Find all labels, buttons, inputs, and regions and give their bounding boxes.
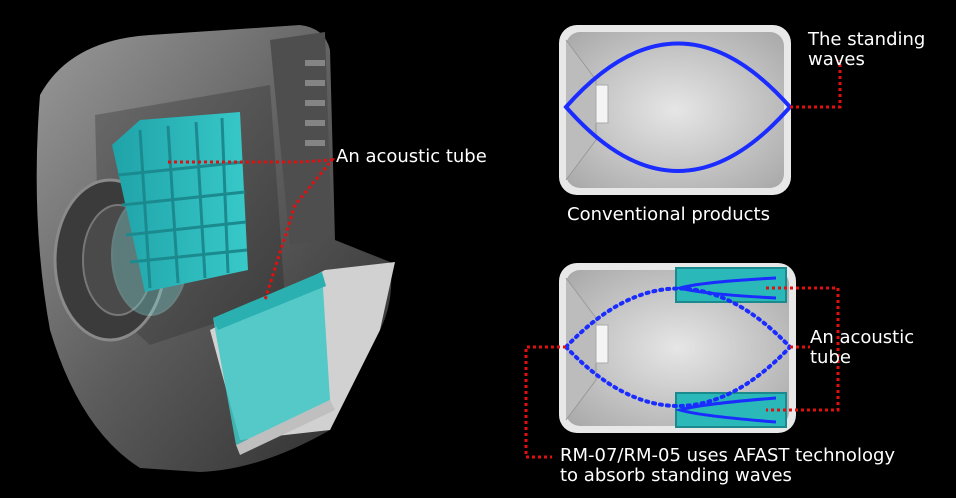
leader-line-afast: [524, 345, 566, 459]
acoustic-tube-right-line2: tube: [810, 347, 851, 368]
conventional-products-text: Conventional products: [567, 204, 770, 225]
speaker-cutaway-illustration: [36, 25, 395, 472]
standing-waves-label: The standing waves: [808, 30, 925, 70]
afast-caption: RM-07/RM-05 uses AFAST technology to abs…: [560, 446, 895, 486]
acoustic-tube-label-left: An acoustic tube: [336, 147, 487, 167]
afast-caption-line2: to absorb standing waves: [560, 465, 792, 486]
acoustic-tube-right-line1: An acoustic: [810, 327, 915, 348]
leader-line-standing: [790, 60, 842, 109]
afast-caption-line1: RM-07/RM-05 uses AFAST technology: [560, 445, 896, 466]
leader-line-left: [168, 158, 336, 301]
standing-waves-line2: waves: [808, 49, 865, 70]
conventional-products-caption: Conventional products: [567, 205, 770, 225]
standing-waves-line1: The standing: [808, 29, 926, 50]
afast-box-diagram: [559, 263, 796, 433]
acoustic-tube-label-right: An acoustic tube: [810, 328, 914, 368]
leader-line-tube-right: [766, 286, 840, 412]
conventional-box-diagram: [559, 25, 793, 195]
acoustic-tube-label-left-text: An acoustic tube: [336, 146, 487, 167]
